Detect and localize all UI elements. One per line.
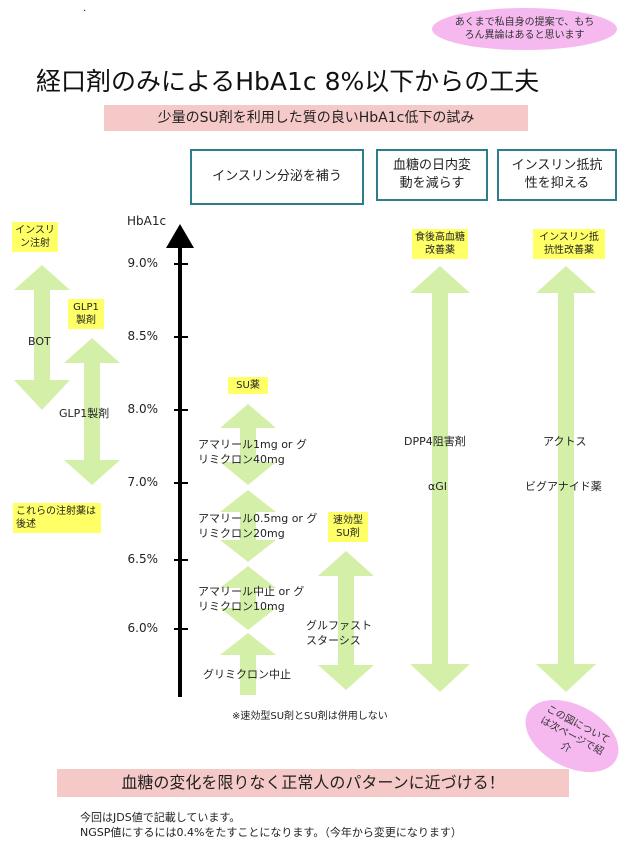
rapid-su-double-arrow (318, 551, 374, 690)
disclaimer-text: あくまで私自身の提案で、もちろん異論はあると思います (454, 17, 595, 41)
resistance-drug-2: ビグアナイド薬 (525, 480, 602, 493)
page-title: 経口剤のみによるHbA1c 8%以下からの工夫 (36, 67, 540, 96)
su-step-1: アマリール1mg or グリミクロン40mg (198, 438, 307, 466)
bottom-band: 血糖の変化を限りなく正常人のパターンに近づける！ (57, 769, 569, 797)
postprandial-drug-2: αGI (428, 480, 448, 493)
postprandial-label: 食後高血糖改善薬 (412, 229, 468, 259)
stray-dot: · (83, 6, 87, 17)
tick-label-6-5: 6.5% (127, 552, 159, 566)
su-arrow-3 (220, 566, 276, 630)
su-arrow-1 (220, 404, 276, 485)
su-arrow-2 (220, 490, 276, 562)
injection-note-label: これらの注射薬は後述 (13, 503, 101, 533)
category-insulin-secretion-label: インスリン分泌を補う (212, 169, 342, 184)
insulin-double-arrow (14, 265, 70, 410)
resistance-label: インスリン抵抗性改善薬 (533, 229, 605, 259)
subtitle-band: 少量のSU剤を利用した質の良いHbA1c低下の試み (104, 105, 528, 131)
category-glucose-variability-label: 血糖の日内変動を減らす (392, 158, 471, 191)
footnote-2: NGSP値にするには0.4%をたすことになります。（今年から変更になります） (80, 826, 462, 839)
category-insulin-secretion: インスリン分泌を補う (190, 149, 364, 205)
tick-label-7-0: 7.0% (127, 475, 159, 489)
tick-label-8-5: 8.5% (127, 329, 159, 343)
glp1-double-arrow (64, 338, 120, 485)
su-label: SU薬 (228, 377, 268, 394)
category-insulin-resistance-label: インスリン抵抗性を抑える (511, 158, 603, 191)
tick-label-9-0: 9.0% (127, 256, 159, 270)
tick-label-6-0: 6.0% (127, 621, 159, 635)
bot-text: BOT (28, 335, 51, 348)
su-arrow-4 (220, 633, 276, 695)
glp1-label: GLP1製剤 (68, 299, 104, 329)
su-step-4: グリミクロン中止 (203, 668, 291, 681)
tick-label-8-0: 8.0% (127, 402, 159, 416)
combination-note: ※速効型SU剤とSU剤は併用しない (232, 711, 388, 722)
glp1-text: GLP1製剤 (59, 407, 110, 420)
axis-label: HbA1c (127, 214, 167, 228)
rapid-su-label: 速効型SU剤 (328, 512, 368, 542)
category-glucose-variability: 血糖の日内変動を減らす (376, 149, 488, 201)
category-insulin-resistance: インスリン抵抗性を抑える (497, 149, 617, 201)
resistance-drug-1: アクトス (543, 435, 587, 448)
resistance-double-arrow (536, 266, 596, 692)
disclaimer-bubble: あくまで私自身の提案で、もちろん異論はあると思います (432, 8, 617, 50)
postprandial-drug-1: DPP4阻害剤 (404, 435, 466, 448)
su-step-2: アマリール0.5mg or グリミクロン20mg (198, 512, 318, 540)
su-step-3: アマリール中止 or グリミクロン10mg (198, 585, 305, 613)
rapid-su-text: グルファスト スターシス (306, 619, 372, 647)
hba1c-axis-arrowhead (166, 224, 194, 248)
footnote-1: 今回はJDS値で記載しています。 (80, 811, 241, 824)
postprandial-double-arrow (410, 266, 470, 692)
insulin-injection-label: インスリン注射 (12, 222, 58, 252)
